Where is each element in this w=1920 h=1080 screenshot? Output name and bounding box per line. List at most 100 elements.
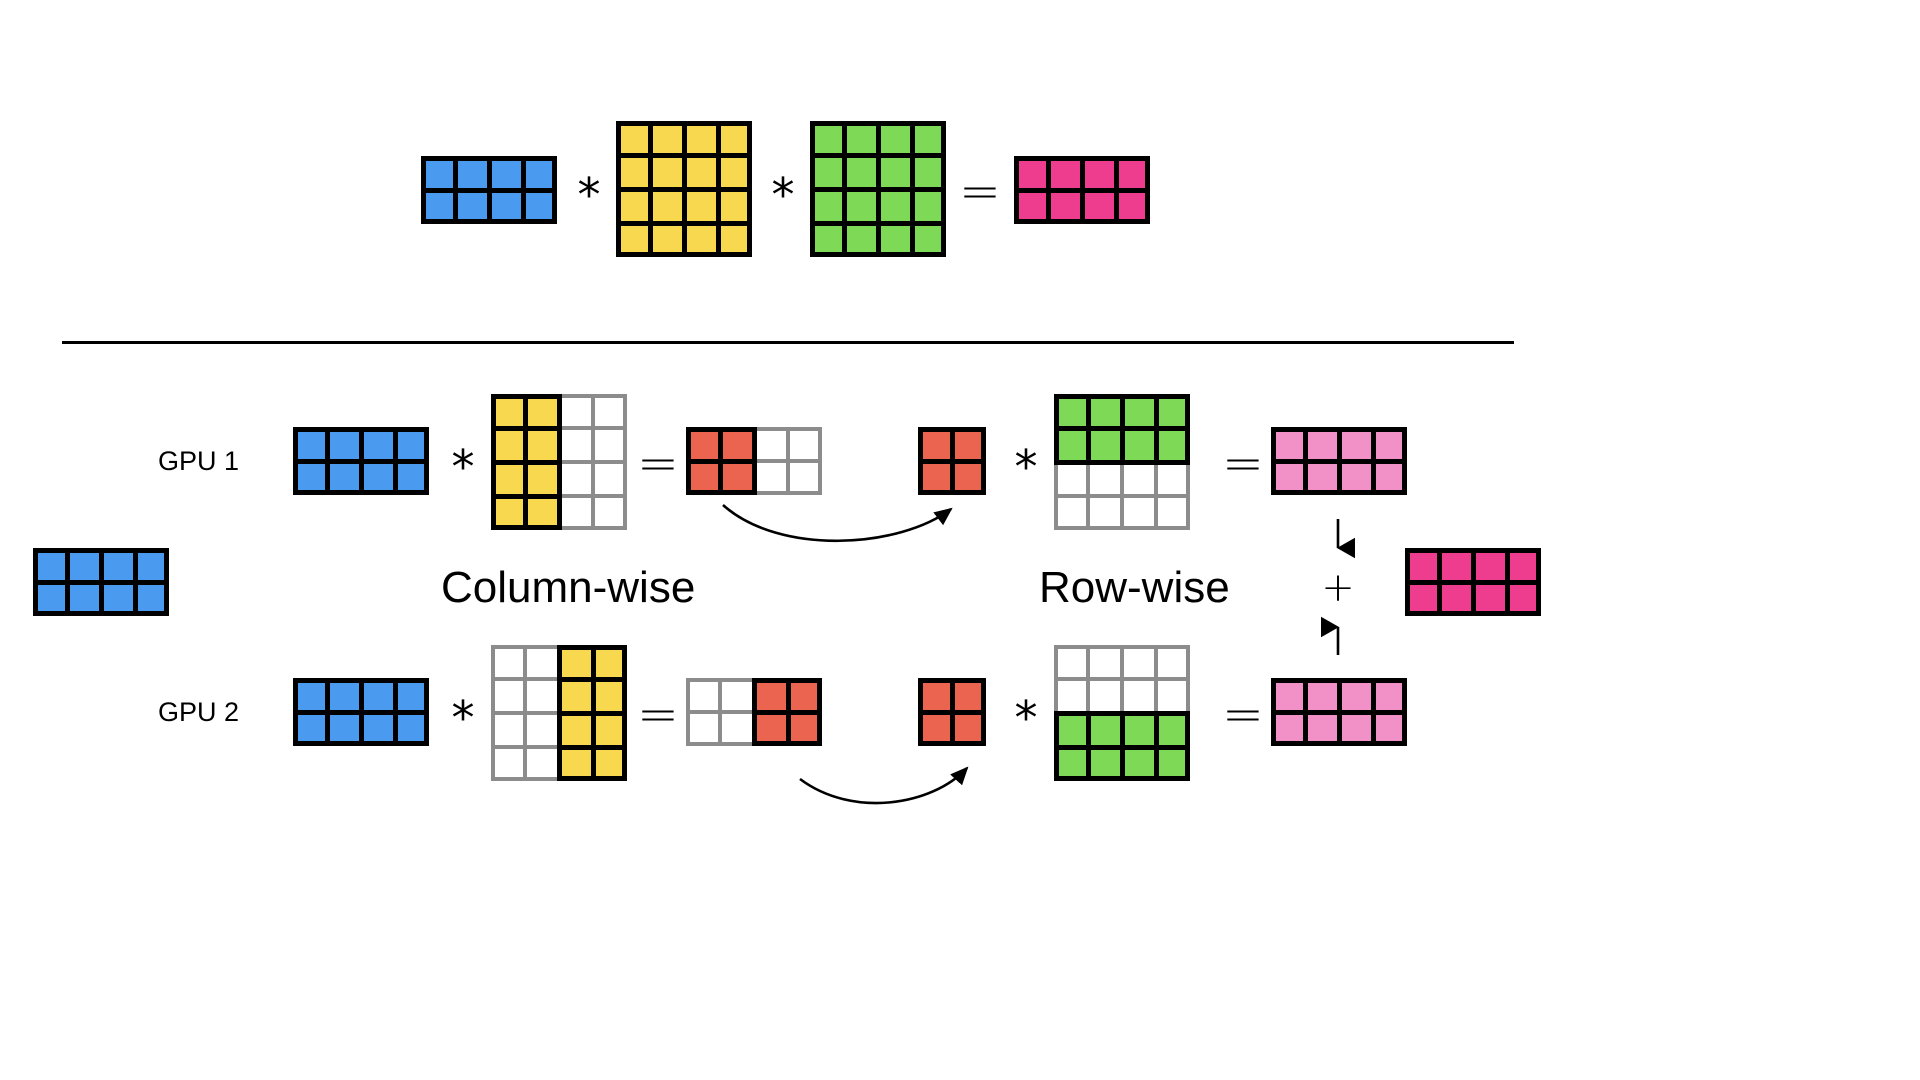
matrix-cell-inactive: [523, 677, 561, 715]
operator-multiply-1: *: [577, 168, 601, 222]
matrix-cell-active: [949, 458, 986, 495]
matrix-cell-active: [686, 458, 723, 495]
matrix-cell-active: [616, 121, 653, 158]
matrix-cell-inactive: [1120, 677, 1158, 715]
matrix-cell-active: [98, 579, 138, 616]
matrix-cell-inactive: [1154, 460, 1190, 498]
matrix-cell-active: [132, 548, 169, 585]
matrix-cell-active: [1370, 678, 1407, 715]
matrix-cell-inactive: [1054, 494, 1090, 530]
matrix-cell-inactive: [557, 394, 595, 430]
matrix-gpu2-weight-b-shard: [1054, 645, 1190, 781]
section-divider: [62, 341, 1514, 344]
matrix-cell-inactive: [752, 427, 790, 463]
matrix-cell-inactive: [557, 426, 595, 464]
matrix-cell-inactive: [591, 460, 627, 498]
matrix-cell-active: [1014, 187, 1051, 224]
matrix-cell-active: [785, 709, 822, 746]
matrix-cell-inactive: [1086, 645, 1124, 681]
matrix-cell-inactive: [786, 427, 822, 463]
matrix-cell-inactive: [1086, 494, 1124, 530]
matrix-cell-active: [1113, 156, 1150, 193]
operator-gpu2-equals-1: =: [637, 685, 679, 743]
matrix-gpu2-partial: [686, 678, 822, 746]
operator-gpu2-multiply-2: *: [1014, 691, 1038, 745]
matrix-cell-active: [1054, 744, 1091, 781]
matrix-cell-inactive: [718, 710, 756, 746]
matrix-cell-active: [33, 579, 70, 616]
matrix-cell-inactive: [1120, 460, 1158, 498]
matrix-cell-active: [1370, 709, 1407, 746]
matrix-cell-active: [1085, 744, 1125, 781]
matrix-gpu2-weight-a-shard: [491, 645, 627, 781]
matrix-cell-inactive: [1054, 460, 1090, 498]
matrix-cell-inactive: [491, 711, 527, 749]
matrix-weight-a: [616, 121, 752, 257]
matrix-cell-active: [918, 709, 955, 746]
matrix-cell-active: [522, 493, 562, 530]
matrix-cell-inactive: [1154, 645, 1190, 681]
operator-gpu2-multiply-1: *: [451, 691, 475, 745]
matrix-cell-active: [491, 425, 528, 465]
matrix-output: [1014, 156, 1150, 224]
matrix-cell-inactive: [686, 710, 722, 746]
matrix-cell-active: [520, 187, 557, 224]
matrix-cell-inactive: [491, 645, 527, 681]
matrix-cell-active: [949, 427, 986, 464]
matrix-cell-inactive: [752, 459, 790, 495]
matrix-cell-inactive: [491, 745, 527, 781]
operator-sum-plus: +: [1321, 565, 1355, 611]
matrix-cell-inactive: [557, 494, 595, 530]
matrix-cell-inactive: [523, 645, 561, 681]
label-column-wise: Column-wise: [441, 563, 696, 612]
matrix-cell-inactive: [1054, 677, 1090, 715]
matrix-cell-inactive: [1086, 460, 1124, 498]
matrix-gpu1-partial: [686, 427, 822, 495]
operator-gpu1-equals-2: =: [1222, 434, 1264, 492]
matrix-cell-inactive: [591, 394, 627, 430]
matrix-gpu1-weight-a-shard: [491, 394, 627, 530]
matrix-cell-active: [1370, 458, 1407, 495]
matrix-cell-inactive: [786, 459, 822, 495]
matrix-cell-inactive: [523, 711, 561, 749]
matrix-cell-active: [491, 394, 528, 431]
matrix-cell-active: [392, 709, 429, 746]
matrix-cell-active: [392, 458, 429, 495]
matrix-cell-inactive: [686, 678, 722, 714]
matrix-cell-inactive: [718, 678, 756, 714]
operator-gpu2-equals-2: =: [1222, 685, 1264, 743]
matrix-cell-active: [715, 121, 752, 158]
operator-equals-1: =: [959, 162, 1001, 220]
matrix-cell-active: [717, 458, 757, 495]
matrix-cell-active: [1153, 744, 1190, 781]
matrix-cell-active: [421, 187, 458, 224]
matrix-cell-active: [1153, 425, 1190, 465]
matrix-gpu1-weight-b-shard: [1054, 394, 1190, 530]
matrix-cell-inactive: [1086, 677, 1124, 715]
gpu1-transfer-arrow: [722, 504, 953, 543]
matrix-cell-active: [132, 579, 169, 616]
matrix-cell-inactive: [1154, 677, 1190, 715]
matrix-gpu1-partial-compact: [918, 427, 986, 495]
matrix-cell-active: [556, 744, 596, 781]
matrix-cell-inactive: [491, 677, 527, 715]
operator-gpu1-multiply-2: *: [1014, 440, 1038, 494]
operator-multiply-2: *: [771, 168, 795, 222]
matrix-activations: [421, 156, 557, 224]
matrix-gpu1-activations: [293, 427, 429, 495]
matrix-cell-inactive: [523, 745, 561, 781]
matrix-cell-inactive: [1154, 494, 1190, 530]
matrix-input-activations: [33, 548, 169, 616]
matrix-cell-active: [1119, 744, 1159, 781]
matrix-gpu1-output: [1271, 427, 1407, 495]
matrix-cell-inactive: [591, 494, 627, 530]
matrix-gpu2-output: [1271, 678, 1407, 746]
matrix-gpu2-partial-compact: [918, 678, 986, 746]
matrix-cell-active: [715, 220, 752, 257]
matrix-cell-active: [1504, 548, 1541, 585]
matrix-cell-active: [841, 152, 881, 192]
gpu1-label: GPU 1: [158, 446, 240, 476]
matrix-cell-active: [949, 709, 986, 746]
matrix-cell-inactive: [1120, 494, 1158, 530]
